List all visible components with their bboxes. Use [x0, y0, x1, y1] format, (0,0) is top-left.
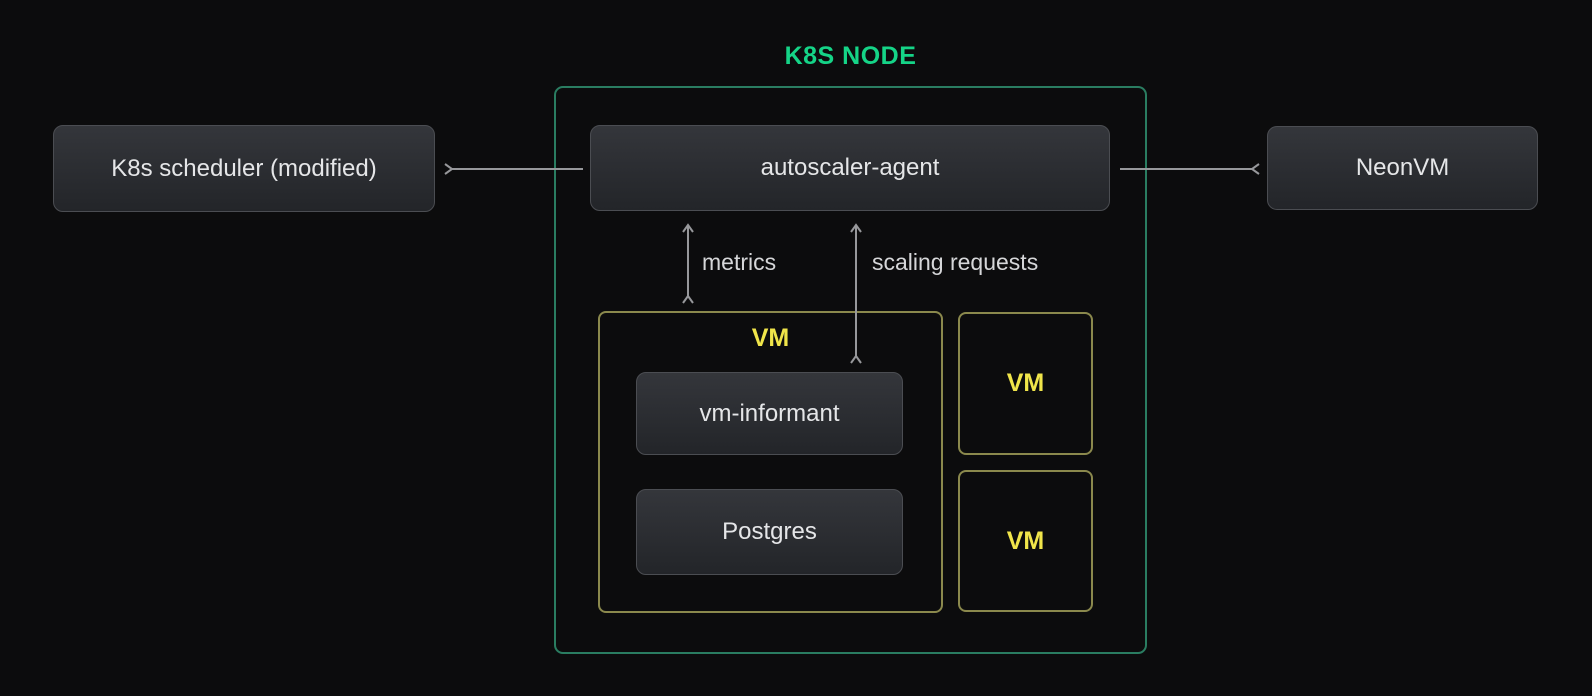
- autoscaler-agent-box: autoscaler-agent: [590, 125, 1110, 211]
- scheduler-box-label: K8s scheduler (modified): [111, 154, 377, 182]
- scheduler-box: K8s scheduler (modified): [53, 125, 435, 212]
- scaling-requests-edge-label: scaling requests: [872, 249, 1039, 275]
- vm-group-box: [598, 311, 943, 613]
- autoscaler-agent-box-label: autoscaler-agent: [760, 154, 940, 181]
- k8s-node-title: K8S NODE: [784, 42, 917, 70]
- vm-small-box-2: VM: [958, 470, 1093, 612]
- postgres-box-label: Postgres: [722, 518, 817, 545]
- vm-small-box-1: VM: [958, 312, 1093, 455]
- neonvm-box: NeonVM: [1267, 126, 1538, 210]
- postgres-box: Postgres: [636, 489, 903, 575]
- vm-informant-box-label: vm-informant: [699, 399, 840, 427]
- vm-group-label: VM: [751, 324, 790, 352]
- k8s-node-container: [554, 86, 1147, 654]
- vm-small-box-2-label: VM: [1006, 526, 1045, 555]
- metrics-edge-label: metrics: [702, 249, 777, 275]
- vm-informant-box: vm-informant: [636, 372, 903, 455]
- neonvm-box-label: NeonVM: [1355, 154, 1450, 181]
- vm-small-box-1-label: VM: [1006, 369, 1045, 397]
